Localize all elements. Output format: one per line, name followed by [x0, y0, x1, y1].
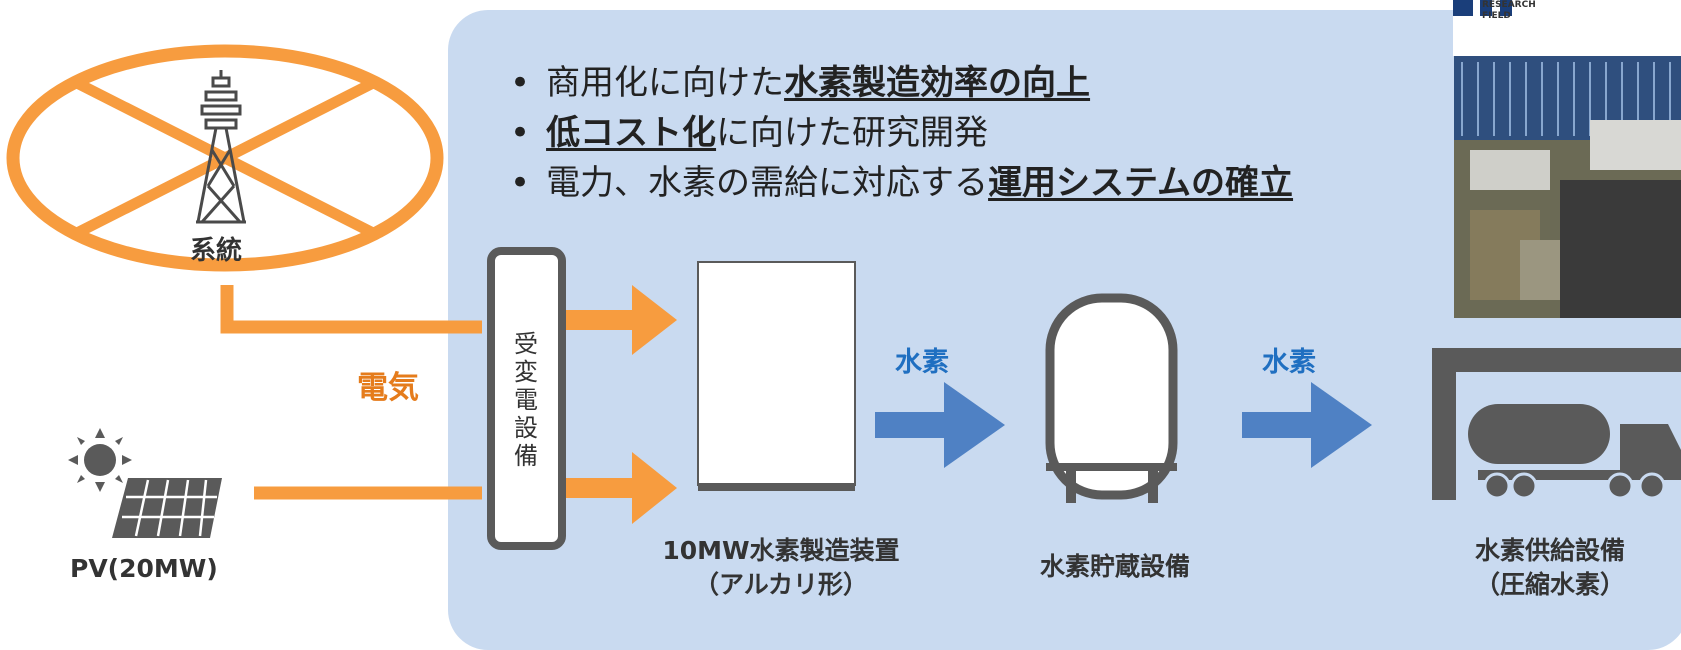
supply-label: 水素供給設備 （圧縮水素）: [1474, 536, 1625, 599]
electricity-arrow-bottom: [560, 452, 677, 524]
grid-label: 系統: [190, 236, 243, 266]
objective-item: 商用化に向けた水素製造効率の向上: [510, 58, 1293, 108]
hydrogen-arrow-1: [875, 382, 1005, 468]
solar-panel-icon: [68, 428, 222, 538]
objective-highlight: 水素製造効率の向上: [784, 63, 1091, 103]
objective-highlight: 低コスト化: [546, 113, 717, 153]
storage-label: 水素貯蔵設備: [1039, 552, 1190, 581]
electricity-arrow-top: [560, 285, 677, 355]
grid-power-line: [220, 285, 482, 334]
hydrogen-arrow-2: [1242, 382, 1372, 468]
substation-box: [487, 247, 566, 550]
pv-label: PV(20MW): [70, 554, 218, 583]
objective-highlight: 運用システムの確立: [988, 163, 1294, 203]
electricity-label: 電気: [357, 370, 419, 406]
hydrogen-supply-station-icon: [1432, 348, 1681, 500]
aerial-photo: [1453, 0, 1681, 318]
objectives-list: 商用化に向けた水素製造効率の向上 低コスト化に向けた研究開発 電力、水素の需給に…: [510, 58, 1293, 208]
hydrogen-flow-label: 水素: [895, 347, 949, 378]
electrolyzer-label: 10MW水素製造装置 （アルカリ形）: [662, 536, 900, 599]
photo-logo-text: RESEARCH FIELD: [1482, 0, 1536, 21]
objective-item: 電力、水素の需給に対応する運用システムの確立: [510, 158, 1293, 208]
storage-tank-icon: [1045, 293, 1178, 503]
diagram-graphics: [6, 0, 1681, 550]
hydrogen-flow-label: 水素: [1262, 347, 1316, 378]
substation-label: 受 変 電 設 備: [514, 330, 538, 470]
electrolyzer-icon: [697, 261, 856, 491]
objective-item: 低コスト化に向けた研究開発: [510, 108, 1293, 158]
transmission-tower-icon: [196, 70, 246, 224]
